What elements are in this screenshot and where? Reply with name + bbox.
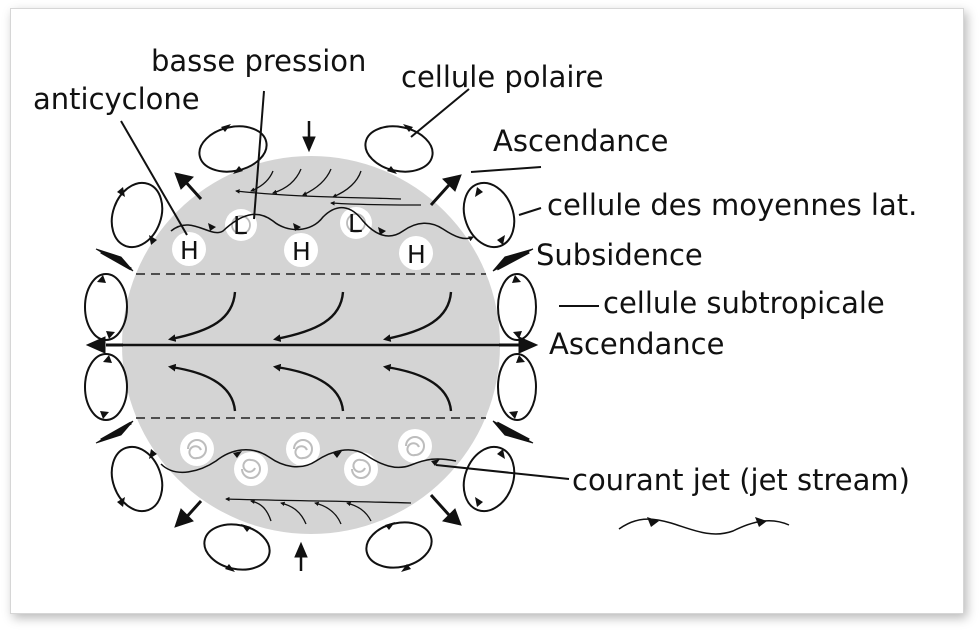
midlat-cell-w [110,181,164,249]
polar-cell-sw [203,523,271,571]
arrow-ascendance-se [429,493,462,526]
arrow-subsidence-e-south [492,420,534,444]
label-cellule-subtropicale: cellule subtropicale [603,286,885,320]
jet-stream-legend [618,517,790,535]
midlat-cell-sw [110,445,164,513]
high-pressure-mark-3: H [407,240,426,269]
leader-lines [120,88,599,480]
polar-cell-se [365,521,433,569]
diagram-card: H L H L H [10,8,964,614]
arrow-ascendance-equator-west [85,336,123,354]
arrow-ascendance-ne [429,174,462,207]
high-pressure-mark-2: H [292,237,311,266]
arrow-ascendance-sw [174,499,203,528]
arrow-subsidence-w-south [95,420,134,444]
arrow-ascendance-nw [174,172,203,201]
low-pressure-mark-1: L [233,211,247,240]
circulation-cells [84,125,537,571]
polar-easterlies-south [225,496,412,525]
label-ascendance-top: Ascendance [493,124,668,158]
jet-stream-north-arrowheads [208,223,386,235]
arrow-pole-north-subsidence [302,121,316,153]
subtropical-cell-e-n [497,273,537,341]
subtropical-cell-w-s [84,353,128,421]
label-cellule-polaire: cellule polaire [401,60,604,94]
midlat-cell-se [462,445,516,513]
label-subsidence: Subsidence [536,238,703,272]
label-ascendance-equator: Ascendance [549,327,724,361]
midlat-cell-e [462,181,516,249]
jet-stream-south-arrowheads [233,451,440,466]
label-anticyclone: anticyclone [33,82,200,116]
trade-winds-north [167,291,453,342]
trade-winds-south [167,363,453,412]
polar-cell-ne [364,125,434,173]
high-pressure-mark-1: H [180,236,199,265]
atmospheric-circulation-diagram: H L H L H [33,44,917,572]
cell-arrowheads [97,124,525,572]
label-courant-jet: courant jet (jet stream) [572,463,910,497]
arrow-subsidence-w-north [95,248,134,272]
label-cellule-moyennes: cellule des moyennes lat. [547,188,917,222]
arrow-ascendance-equator-east [499,336,539,354]
label-basse-pression: basse pression [151,44,366,78]
subtropical-cell-e-s [497,353,537,421]
vertical-motion-arrows [85,121,539,571]
jet-stream-south [160,449,457,473]
jet-stream-north [170,207,474,242]
polar-easterlies-north [235,168,422,206]
pressure-systems-south [180,429,432,486]
arrow-subsidence-e-north [492,248,534,272]
subtropical-cell-w-n [84,273,128,341]
arrow-pole-south-subsidence [294,541,308,571]
